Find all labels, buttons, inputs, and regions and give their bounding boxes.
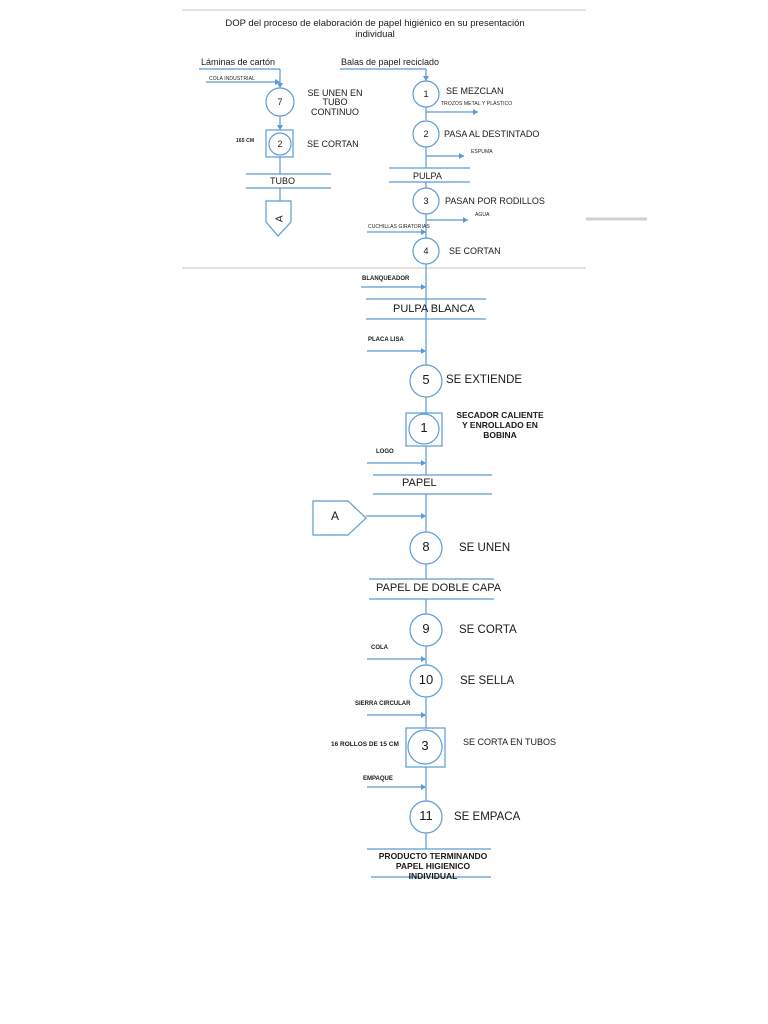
combined-1-circle — [408, 413, 440, 445]
product-final: PRODUCTO TERMINANDO PAPEL HIGIENICO INDI… — [378, 851, 488, 882]
input-blanqueador: BLANQUEADOR — [362, 276, 410, 282]
operation-1-label: SE MEZCLAN — [446, 86, 504, 96]
operation-1-circle — [412, 80, 440, 108]
input-sierra: SIERRA CIRCULAR — [355, 701, 411, 707]
connector-a-right — [312, 500, 367, 536]
diagram-title: DOP del proceso de elaboración de papel … — [225, 18, 525, 40]
combined-1-number: 1 — [420, 420, 428, 435]
input-rollos: 16 ROLLOS DE 15 CM — [331, 741, 399, 748]
operation-10-circle — [409, 664, 443, 698]
operation-2-circle — [412, 120, 440, 148]
operation-8-circle — [409, 531, 443, 565]
operation-4-label: SE CORTAN — [449, 246, 501, 256]
operation-4-circle — [412, 237, 440, 265]
operation-2-number: 2 — [423, 129, 429, 139]
combined-2-circle — [268, 132, 292, 156]
connector-a-left-label: A — [274, 215, 286, 223]
input-empaque: EMPAQUE — [363, 776, 393, 782]
operation-10-number: 10 — [418, 672, 434, 687]
operation-7-number: 7 — [277, 97, 283, 107]
operation-2-label: PASA AL DESTINTADO — [444, 129, 540, 139]
operation-8-label: SE UNEN — [459, 542, 511, 554]
combined-1-label: SECADOR CALIENTE Y ENROLLADO EN BOBINA — [456, 410, 544, 440]
input-balas: Balas de papel reciclado — [341, 57, 440, 67]
input-165cm: 165 CM — [236, 138, 255, 144]
operation-8-number: 8 — [422, 539, 430, 554]
operation-3-circle — [412, 187, 440, 215]
combined-2-label: SE CORTAN — [307, 139, 359, 149]
input-espuma: ESPUMA — [471, 149, 493, 155]
operation-11-circle — [409, 800, 443, 834]
product-tubo: TUBO — [270, 176, 296, 186]
combined-3-label: SE CORTA EN TUBOS — [463, 737, 557, 747]
input-agua: AGUA — [475, 212, 490, 218]
input-placa: PLACA LISA — [368, 337, 404, 343]
operation-11-label: SE EMPACA — [454, 811, 521, 823]
input-logo: LOGO — [376, 449, 394, 455]
operation-5-circle — [409, 364, 443, 398]
input-cola-industrial: COLA INDUSTRIAL — [209, 76, 255, 82]
input-cuchillas: CUCHILLAS GIRATORIAS — [368, 224, 430, 230]
connector-a-right-label: A — [330, 509, 339, 523]
operation-5-number: 5 — [422, 372, 430, 387]
combined-3-circle — [407, 729, 443, 765]
operation-9-circle — [409, 613, 443, 647]
operation-7-label: SE UNEN EN TUBO CONTINUO — [307, 88, 363, 117]
connector-a-left — [265, 200, 292, 237]
product-doble-capa: PAPEL DE DOBLE CAPA — [376, 582, 502, 594]
operation-1-number: 1 — [423, 89, 429, 99]
operation-11-number: 11 — [419, 808, 433, 823]
operation-9-label: SE CORTA — [459, 624, 517, 636]
operation-7-circle — [265, 87, 295, 117]
product-pulpa-blanca: PULPA BLANCA — [393, 303, 475, 315]
operation-10-label: SE SELLA — [460, 675, 515, 687]
product-pulpa: PULPA — [413, 171, 442, 181]
operation-3-number: 3 — [423, 196, 429, 206]
product-papel: PAPEL — [402, 477, 437, 489]
input-trozos: TROZOS METAL Y PLÁSTICO — [441, 101, 513, 107]
input-laminas: Láminas de cartón — [201, 57, 276, 67]
operation-9-number: 9 — [422, 621, 430, 636]
input-cola: COLA — [371, 645, 388, 651]
operation-3-label: PASAN POR RODILLOS — [445, 196, 545, 206]
operation-4-number: 4 — [423, 246, 429, 256]
combined-2-number: 2 — [277, 139, 283, 149]
combined-3-number: 3 — [421, 738, 429, 753]
operation-5-label: SE EXTIENDE — [446, 374, 523, 386]
